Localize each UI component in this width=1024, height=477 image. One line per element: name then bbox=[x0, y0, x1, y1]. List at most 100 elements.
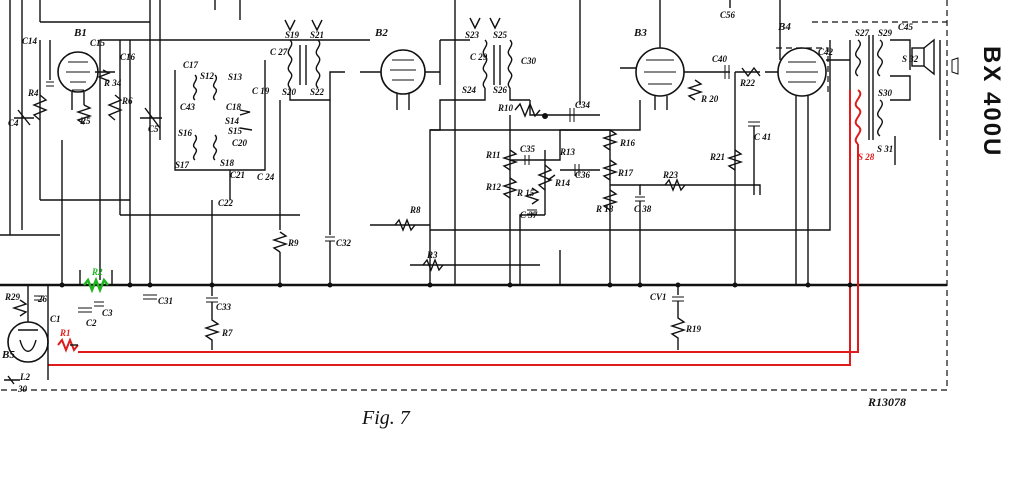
label-s12: S12 bbox=[200, 71, 215, 81]
model-title: BX 400U bbox=[978, 46, 1005, 157]
label-s30: S30 bbox=[878, 88, 893, 98]
label-s20: S20 bbox=[282, 87, 297, 97]
output-section: C40 R 20 R22 R21 C 41 R23 C56 bbox=[640, 0, 781, 285]
label-r20: R 20 bbox=[700, 94, 719, 104]
label-c19: C 19 bbox=[252, 86, 270, 96]
label-c15: C15 bbox=[90, 38, 106, 48]
label-s15: S15 bbox=[228, 126, 243, 136]
tube-b1: B1 bbox=[57, 27, 115, 110]
label-c29: C 29 bbox=[470, 52, 488, 62]
label-r29: R29 bbox=[4, 292, 21, 302]
coil-block-oscillator: C17 S12 S13 C43 C18 S14 S15 S16 C20 C 19… bbox=[174, 60, 275, 208]
label-c26: 26 bbox=[37, 294, 48, 304]
label-c36: C36 bbox=[575, 170, 591, 180]
label-r15: R 15 bbox=[516, 188, 535, 198]
label-c27: C 27 bbox=[270, 47, 288, 57]
label-c22: C22 bbox=[218, 198, 234, 208]
label-c17: C17 bbox=[183, 60, 199, 70]
label-r30: 30 bbox=[17, 384, 28, 394]
label-r6: R6 bbox=[121, 96, 133, 106]
tube-b3: B3 bbox=[620, 0, 730, 110]
label-c56: C56 bbox=[720, 10, 736, 20]
drawing-reference: R13078 bbox=[867, 395, 906, 409]
label-c33: C33 bbox=[216, 302, 232, 312]
label-s31: S 31 bbox=[877, 144, 893, 154]
label-c41: C 41 bbox=[754, 132, 771, 142]
label-c45: C45 bbox=[898, 22, 914, 32]
label-c21: C21 bbox=[230, 170, 245, 180]
label-r3: R3 bbox=[426, 250, 438, 260]
label-c2: C2 bbox=[86, 318, 97, 328]
highlight-green-r2: R2 bbox=[79, 267, 113, 294]
label-s24: S24 bbox=[462, 85, 477, 95]
label-c5: C5 bbox=[148, 124, 159, 134]
label-s18: S18 bbox=[220, 158, 235, 168]
label-s17: S17 bbox=[175, 160, 190, 170]
label-c1: C1 bbox=[50, 314, 61, 324]
label-c40: C40 bbox=[712, 54, 728, 64]
if-transformer-2: S23 S25 S24 S26 C 29 C30 bbox=[429, 17, 537, 285]
af-section: R10 C34 R11 R12 C35 R14 R13 R 15 C 37 C3… bbox=[430, 0, 652, 285]
label-s29: S29 bbox=[878, 28, 893, 38]
label-r23: R23 bbox=[662, 170, 679, 180]
highlight-red-trace: R1 S 28 bbox=[48, 89, 875, 366]
power-supply: B5 R29 26 C1 C2 C3 L2 30 C31 C33 R7 R8 R… bbox=[1, 0, 702, 394]
label-s21: S21 bbox=[310, 30, 324, 40]
label-r1: R1 bbox=[59, 328, 71, 338]
label-s19: S19 bbox=[285, 30, 300, 40]
label-cv1: CV1 bbox=[650, 292, 667, 302]
label-r13: R13 bbox=[559, 147, 576, 157]
label-r11: R11 bbox=[485, 150, 501, 160]
label-c20: C20 bbox=[232, 138, 248, 148]
figure-caption: Fig. 7 bbox=[361, 407, 411, 429]
label-c31: C31 bbox=[158, 296, 173, 306]
tube-label-b5: B5 bbox=[1, 349, 15, 361]
label-s26: S26 bbox=[493, 85, 508, 95]
label-r16: R16 bbox=[619, 138, 636, 148]
label-s14: S14 bbox=[225, 116, 240, 126]
label-s27: S27 bbox=[855, 28, 870, 38]
label-r4: R4 bbox=[27, 88, 39, 98]
label-s23: S23 bbox=[465, 30, 480, 40]
label-c30: C30 bbox=[521, 56, 537, 66]
if-transformer-1: S19 S21 S20 S22 C 27 C32 R9 bbox=[270, 19, 352, 285]
tube-label-b4: B4 bbox=[777, 21, 791, 33]
label-r7: R7 bbox=[221, 328, 233, 338]
label-c43: C43 bbox=[180, 102, 196, 112]
label-r2: R2 bbox=[91, 267, 103, 277]
label-r8: R8 bbox=[409, 205, 421, 215]
label-r14: R14 bbox=[554, 178, 571, 188]
label-c16: C16 bbox=[120, 52, 136, 62]
label-c3: C3 bbox=[102, 308, 113, 318]
main-bus bbox=[0, 234, 947, 287]
label-s22: S22 bbox=[310, 87, 325, 97]
label-r17: R17 bbox=[617, 168, 634, 178]
b1-components: C14 C15 C16 R4 C4 R5 R6 R 34 C5 bbox=[8, 36, 162, 134]
tube-label-b1: B1 bbox=[73, 27, 87, 39]
label-c24: C 24 bbox=[257, 172, 275, 182]
label-c4: C4 bbox=[8, 118, 19, 128]
label-r21: R21 bbox=[709, 152, 725, 162]
left-wiring bbox=[9, 0, 370, 285]
junction-dots bbox=[59, 282, 853, 288]
chassis-outline bbox=[0, 0, 948, 391]
label-r10: R10 bbox=[497, 103, 514, 113]
label-s13: S13 bbox=[228, 72, 243, 82]
label-r12: R12 bbox=[485, 182, 502, 192]
label-c18: C18 bbox=[226, 102, 242, 112]
tube-b4: B4 C42 bbox=[430, 21, 850, 285]
label-c32: C32 bbox=[336, 238, 352, 248]
label-s32: S 32 bbox=[902, 54, 919, 64]
label-r18: R 18 bbox=[595, 204, 614, 214]
label-s16: S16 bbox=[178, 128, 193, 138]
label-r19: R19 bbox=[685, 324, 702, 334]
label-r5: R5 bbox=[79, 116, 91, 126]
label-c14: C14 bbox=[22, 36, 38, 46]
label-r9: R9 bbox=[287, 238, 299, 248]
label-s25: S25 bbox=[493, 30, 508, 40]
label-c34: C34 bbox=[575, 100, 591, 110]
label-c38: C 38 bbox=[634, 204, 652, 214]
tube-b2: B2 bbox=[360, 27, 440, 110]
label-c42: C42 bbox=[818, 47, 834, 57]
